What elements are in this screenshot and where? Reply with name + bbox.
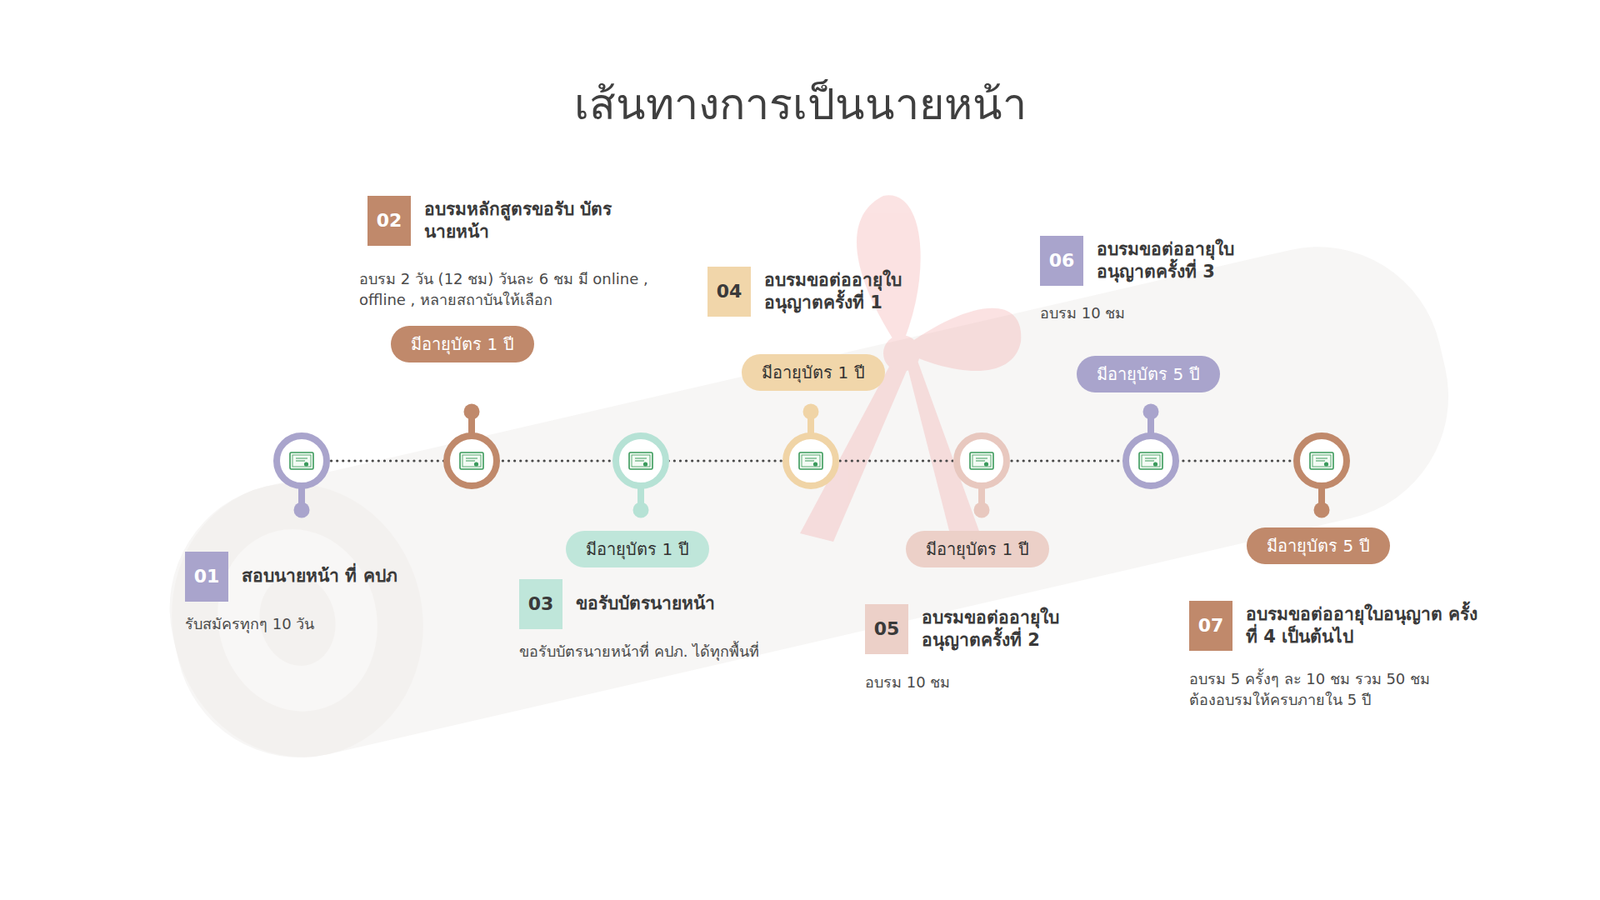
step-note: อบรม 5 ครั้งๆ ละ 10 ชม รวม 50 ชม ต้องอบร… (1189, 669, 1440, 711)
bow-knot (883, 335, 920, 372)
validity-text: มีอายุบัตร 1 ปี (761, 354, 865, 391)
marker-ball (974, 502, 990, 519)
step-number-box: 01สอบนายหน้า ที่ คปภรับสมัครทุกๆ 10 วัน (185, 551, 229, 602)
step-number-box: 05อบรมขอต่ออายุใบ อนุญาตครั้งที่ 2อบรม 1… (865, 604, 909, 655)
marker-ball (294, 502, 310, 519)
validity-pill: มีอายุบัตร 1 ปี (741, 354, 885, 391)
certificate-icon (799, 452, 823, 470)
step-number: 01 (185, 551, 229, 602)
step-number: 04 (707, 266, 751, 317)
step-heading: อบรมขอต่ออายุใบ อนุญาตครั้งที่ 1 (764, 269, 931, 315)
timeline-marker (446, 404, 497, 487)
step-number: 05 (865, 604, 909, 655)
validity-text: มีอายุบัตร 5 ปี (1096, 355, 1200, 393)
validity-text: มีอายุบัตร 1 ปี (925, 530, 1029, 568)
step-number: 03 (519, 579, 563, 630)
bow-loop (900, 308, 1021, 371)
validity-pill: มีอายุบัตร 1 ปี (905, 530, 1049, 568)
validity-pill: มีอายุบัตร 1 ปี (390, 325, 534, 363)
step-number: 02 (367, 195, 411, 246)
marker-ball (633, 502, 650, 519)
step-number-box: 04อบรมขอต่ออายุใบ อนุญาตครั้งที่ 1 (707, 266, 751, 317)
step-number: 07 (1189, 600, 1233, 651)
marker-ring (1296, 435, 1347, 486)
step-number-box: 03ขอรับบัตรนายหน้าขอรับบัตรนายหน้าที่ คป… (519, 579, 563, 630)
marker-ball (1143, 404, 1160, 420)
validity-pill: มีอายุบัตร 5 ปี (1076, 355, 1220, 393)
marker-ball (464, 404, 480, 420)
step-note: ขอรับบัตรนายหน้าที่ คปภ. ได้ทุกพื้นที่ (519, 641, 760, 663)
timeline-marker (785, 404, 836, 487)
marker-ring (615, 435, 666, 486)
certificate-icon (290, 452, 314, 470)
marker-ring (1125, 435, 1176, 486)
step-heading: อบรมหลักสูตรขอรับ บัตรนายหน้า (424, 198, 625, 245)
validity-pill: มีอายุบัตร 1 ปี (565, 530, 709, 568)
validity-text: มีอายุบัตร 1 ปี (410, 325, 514, 363)
certificate-icon (460, 452, 484, 470)
diploma-scroll (145, 221, 1474, 782)
marker-ball (803, 404, 820, 420)
step-heading: อบรมขอต่ออายุใบอนุญาต ครั้งที่ 4 เป็นต้น… (1245, 603, 1480, 650)
step-heading: อบรมขอต่ออายุใบ อนุญาตครั้งที่ 2 (921, 606, 1089, 653)
timeline-marker (1125, 404, 1176, 487)
certificate-icon (970, 452, 994, 470)
marker-ring (446, 435, 497, 486)
step-note: อบรม 10 ชม (865, 672, 950, 694)
timeline-marker (956, 435, 1007, 519)
step-number-box: 02อบรมหลักสูตรขอรับ บัตรนายหน้าอบรม 2 วั… (367, 195, 411, 246)
scroll-end (145, 458, 451, 783)
step-note: รับสมัครทุกๆ 10 วัน (185, 614, 315, 635)
validity-text: มีอายุบัตร 1 ปี (585, 530, 689, 568)
step-number: 06 (1040, 235, 1084, 286)
step-heading: ขอรับบัตรนายหน้า (575, 592, 715, 615)
timeline-marker (276, 435, 327, 519)
timeline-marker (615, 435, 666, 519)
step-number-box: 07อบรมขอต่ออายุใบอนุญาต ครั้งที่ 4 เป็นต… (1189, 600, 1233, 651)
step-heading: อบรมขอต่ออายุใบ อนุญาตครั้งที่ 3 (1096, 238, 1264, 285)
marker-ball (1314, 502, 1330, 519)
marker-ring (785, 435, 836, 486)
marker-ring (276, 435, 327, 486)
diagram-title: เส้นทางการเป็นนายหน้า (0, 76, 1600, 134)
step-heading: สอบนายหน้า ที่ คปภ (241, 565, 398, 588)
validity-text: มีอายุบัตร 5 ปี (1266, 527, 1370, 565)
step-note: อบรม 10 ชม (1040, 303, 1125, 325)
certificate-icon (1310, 452, 1334, 470)
step-note: อบรม 2 วัน (12 ชม) วันละ 6 ชม มี online … (359, 269, 685, 311)
marker-ring (956, 435, 1007, 486)
certificate-icon (1139, 452, 1163, 470)
validity-pill: มีอายุบัตร 5 ปี (1246, 527, 1390, 565)
step-number-box: 06อบรมขอต่ออายุใบ อนุญาตครั้งที่ 3อบรม 1… (1040, 235, 1084, 286)
scroll-body (145, 221, 1474, 782)
timeline-marker (1296, 435, 1347, 519)
certificate-icon (629, 452, 653, 470)
